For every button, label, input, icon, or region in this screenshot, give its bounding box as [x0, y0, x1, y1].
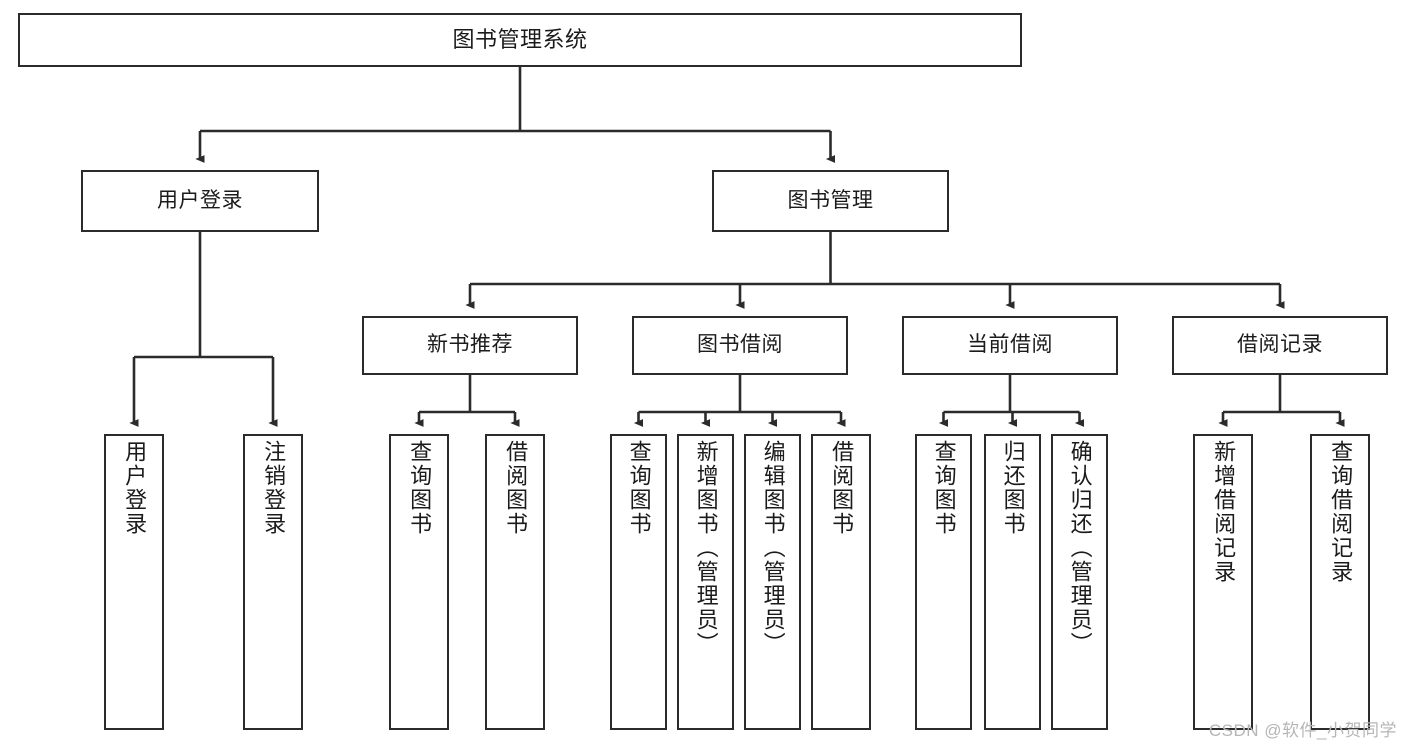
node-root-label: 图书管理系统: [452, 27, 588, 53]
node-borrow-book-rec-leaf[interactable]: 借阅图书: [485, 434, 545, 730]
node-user-login[interactable]: 用户登录: [81, 170, 319, 232]
node-current-borrow[interactable]: 当前借阅: [902, 316, 1118, 375]
leaf-label: 新增图书（管理员）: [693, 440, 719, 656]
leaf-label: 用户登录: [122, 440, 148, 536]
node-user-login-leaf[interactable]: 用户登录: [104, 434, 164, 730]
node-return-book-leaf[interactable]: 归还图书: [984, 434, 1041, 730]
node-new-book-recommend-label: 新书推荐: [427, 333, 513, 357]
node-current-borrow-label: 当前借阅: [967, 333, 1053, 357]
leaf-label: 借阅图书: [829, 440, 855, 536]
node-borrow-book-bb-leaf[interactable]: 借阅图书: [811, 434, 871, 730]
node-add-record-leaf[interactable]: 新增借阅记录: [1193, 434, 1253, 730]
node-borrow-record-label: 借阅记录: [1237, 333, 1323, 357]
node-add-book-leaf[interactable]: 新增图书（管理员）: [677, 434, 734, 730]
leaf-label: 查询图书: [407, 440, 433, 536]
leaf-label: 借阅图书: [503, 440, 529, 536]
node-query-book-bb-leaf[interactable]: 查询图书: [610, 434, 667, 730]
leaf-label: 注销登录: [261, 440, 287, 536]
node-book-manage[interactable]: 图书管理: [712, 170, 949, 232]
node-book-manage-label: 图书管理: [787, 188, 874, 212]
node-root[interactable]: 图书管理系统: [18, 13, 1022, 67]
node-new-book-recommend[interactable]: 新书推荐: [362, 316, 578, 375]
node-query-book-rec-leaf[interactable]: 查询图书: [389, 434, 449, 730]
leaf-label: 新增借阅记录: [1211, 440, 1237, 584]
node-confirm-return-leaf[interactable]: 确认归还（管理员）: [1051, 434, 1108, 730]
node-edit-book-leaf[interactable]: 编辑图书（管理员）: [744, 434, 801, 730]
node-borrow-record[interactable]: 借阅记录: [1172, 316, 1388, 375]
leaf-label: 查询图书: [626, 440, 652, 536]
leaf-label: 归还图书: [1000, 440, 1026, 536]
node-query-record-leaf[interactable]: 查询借阅记录: [1310, 434, 1370, 730]
watermark: CSDN @软件_小贺同学: [1208, 721, 1397, 740]
node-query-book-cb-leaf[interactable]: 查询图书: [915, 434, 972, 730]
node-user-login-label: 用户登录: [157, 188, 243, 212]
node-book-borrow[interactable]: 图书借阅: [632, 316, 848, 375]
node-logout-leaf[interactable]: 注销登录: [243, 434, 303, 730]
leaf-label: 查询借阅记录: [1328, 440, 1354, 584]
node-book-borrow-label: 图书借阅: [697, 333, 783, 357]
leaf-label: 查询图书: [931, 440, 957, 536]
leaf-label: 编辑图书（管理员）: [760, 440, 786, 656]
leaf-label: 确认归还（管理员）: [1067, 440, 1093, 656]
